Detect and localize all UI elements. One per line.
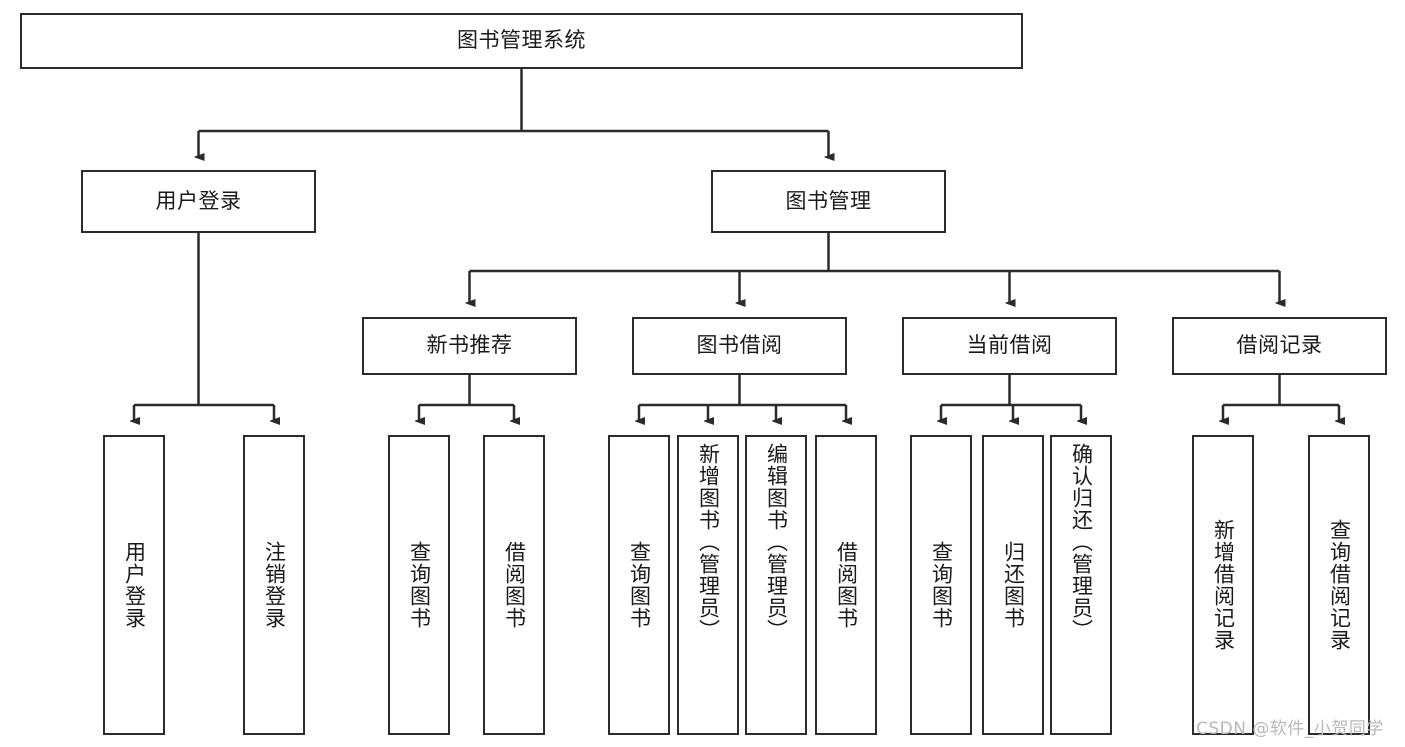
node-root-label: 图书管理系统 — [457, 28, 586, 53]
leaf-node[interactable]: 查询图书 — [910, 435, 972, 735]
node-book-management[interactable]: 图书管理 — [711, 170, 946, 233]
node-current-borrow[interactable]: 当前借阅 — [902, 317, 1117, 375]
node-user-login-label: 用户登录 — [155, 188, 242, 213]
node-new-book-recommend-label: 新书推荐 — [426, 333, 513, 358]
node-user-login[interactable]: 用户登录 — [81, 170, 316, 233]
leaf-node-label: 查询借阅记录 — [1327, 519, 1352, 651]
leaf-node[interactable]: 查询借阅记录 — [1308, 435, 1370, 735]
leaf-node[interactable]: 归还图书 — [982, 435, 1044, 735]
leaf-node[interactable]: 新增借阅记录 — [1192, 435, 1254, 735]
leaf-node[interactable]: 借阅图书 — [815, 435, 877, 735]
leaf-node[interactable]: 注销登录 — [243, 435, 305, 735]
leaf-node[interactable]: 新增图书（管理员） — [677, 435, 739, 735]
csdn-watermark: CSDN @软件_小贺同学 — [1196, 719, 1384, 739]
leaf-node-label: 归还图书 — [1001, 541, 1026, 629]
leaf-node-label: 查询图书 — [627, 541, 652, 629]
node-current-borrow-label: 当前借阅 — [966, 333, 1053, 358]
leaf-node[interactable]: 编辑图书（管理员） — [745, 435, 807, 735]
leaf-node[interactable]: 确认归还（管理员） — [1050, 435, 1112, 735]
leaf-node-label: 编辑图书（管理员） — [764, 443, 789, 641]
leaf-node-label: 注销登录 — [262, 541, 287, 629]
leaf-node-label: 借阅图书 — [502, 541, 527, 629]
leaf-node-label: 用户登录 — [122, 541, 147, 629]
node-root[interactable]: 图书管理系统 — [20, 13, 1023, 69]
leaf-node[interactable]: 用户登录 — [103, 435, 165, 735]
node-borrow-record[interactable]: 借阅记录 — [1172, 317, 1387, 375]
leaf-node-label: 确认归还（管理员） — [1069, 443, 1094, 641]
node-borrow-record-label: 借阅记录 — [1236, 333, 1323, 358]
node-book-management-label: 图书管理 — [785, 188, 872, 213]
leaf-node-label: 新增借阅记录 — [1211, 519, 1236, 651]
leaf-node[interactable]: 查询图书 — [388, 435, 450, 735]
leaf-node-label: 借阅图书 — [834, 541, 859, 629]
node-book-borrow[interactable]: 图书借阅 — [632, 317, 847, 375]
node-book-borrow-label: 图书借阅 — [696, 333, 783, 358]
leaf-node[interactable]: 借阅图书 — [483, 435, 545, 735]
leaf-node-label: 新增图书（管理员） — [696, 443, 721, 641]
node-new-book-recommend[interactable]: 新书推荐 — [362, 317, 577, 375]
leaf-node-label: 查询图书 — [929, 541, 954, 629]
leaf-node[interactable]: 查询图书 — [608, 435, 670, 735]
leaf-node-label: 查询图书 — [407, 541, 432, 629]
